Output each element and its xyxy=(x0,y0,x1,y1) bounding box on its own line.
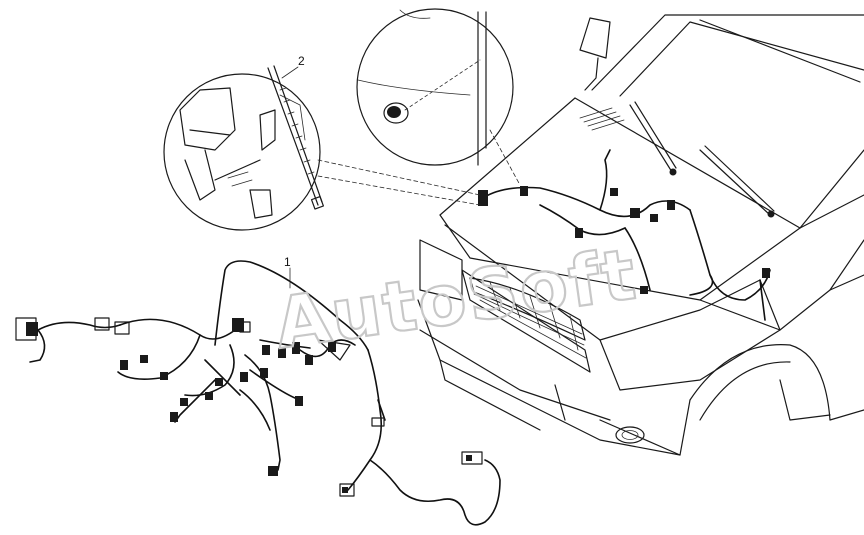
radiator-grille xyxy=(461,269,591,373)
wiper-blades xyxy=(629,101,775,218)
detail-view-grommet xyxy=(356,8,514,166)
front-bumper xyxy=(417,299,691,456)
grommet xyxy=(383,102,409,124)
engine-wiring-harness xyxy=(15,260,501,526)
svg-text:2: 2 xyxy=(298,54,305,68)
sensor-connector-bottom xyxy=(339,483,355,497)
engine-harness-installed xyxy=(478,149,771,321)
cable-tie xyxy=(267,65,325,210)
sensor-connector-right xyxy=(461,451,483,465)
vehicle-front-view xyxy=(417,14,864,456)
callout-2: 2 xyxy=(281,54,305,79)
svg-text:1: 1 xyxy=(284,255,291,269)
watermark: AutoSoft xyxy=(270,233,642,365)
callout-1: 1 xyxy=(284,255,291,289)
fog-lamp xyxy=(615,426,645,444)
detail-leader-lines xyxy=(317,129,521,206)
harness-main-connector xyxy=(15,317,46,363)
detail-view-bracket xyxy=(163,65,325,231)
cowl-vent-grille xyxy=(579,107,625,131)
